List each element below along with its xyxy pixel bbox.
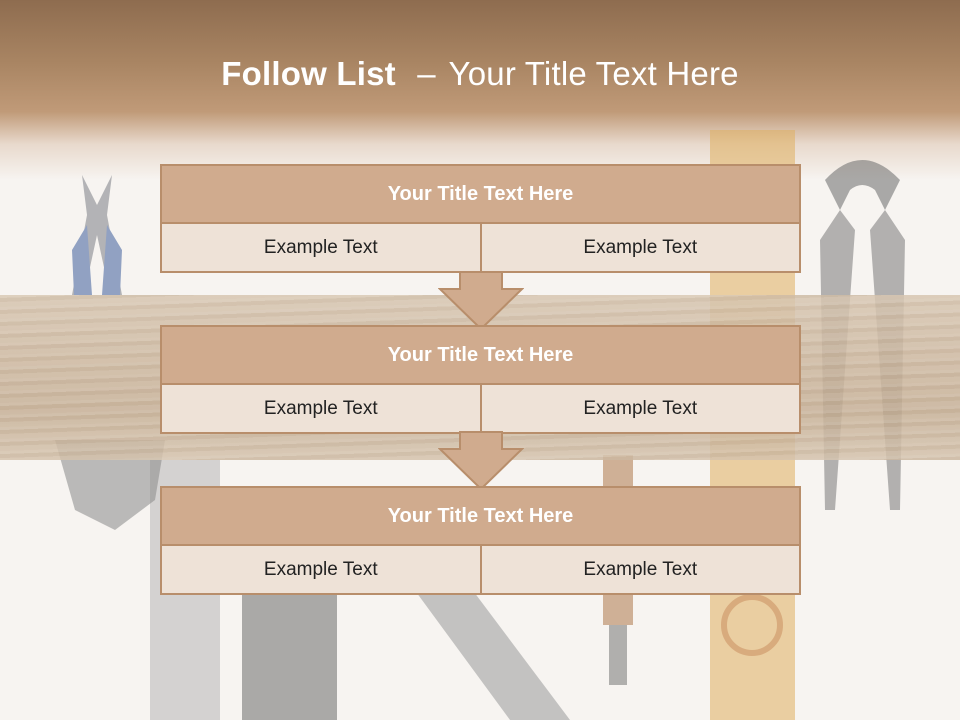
block-row: Example Text Example Text xyxy=(162,385,799,432)
title-rest: Your Title Text Here xyxy=(448,55,739,92)
block-cell-right: Example Text xyxy=(479,224,799,271)
block-row: Example Text Example Text xyxy=(162,224,799,271)
list-block-2: Your Title Text Here Example Text Exampl… xyxy=(160,325,801,434)
block-title: Your Title Text Here xyxy=(162,166,799,224)
saw-icon xyxy=(400,560,570,720)
block-cell-right: Example Text xyxy=(479,385,799,432)
down-arrow-icon xyxy=(438,431,524,491)
block-cell-right: Example Text xyxy=(479,546,799,593)
block-row: Example Text Example Text xyxy=(162,546,799,593)
title-bold: Follow List xyxy=(221,55,396,92)
slide-title: Follow List – Your Title Text Here xyxy=(0,55,960,93)
block-cell-left: Example Text xyxy=(162,546,480,593)
down-arrow-icon xyxy=(438,271,524,331)
nippers-icon xyxy=(820,160,905,510)
brush-icon xyxy=(242,590,337,720)
block-title: Your Title Text Here xyxy=(162,488,799,546)
block-cell-left: Example Text xyxy=(162,385,480,432)
block-title: Your Title Text Here xyxy=(162,327,799,385)
block-cell-left: Example Text xyxy=(162,224,480,271)
pliers-icon xyxy=(72,175,122,295)
header-band xyxy=(0,0,960,180)
circular-saw-blade-icon xyxy=(55,440,165,530)
list-block-3: Your Title Text Here Example Text Exampl… xyxy=(160,486,801,595)
list-block-1: Your Title Text Here Example Text Exampl… xyxy=(160,164,801,273)
title-dash: – xyxy=(417,55,436,92)
